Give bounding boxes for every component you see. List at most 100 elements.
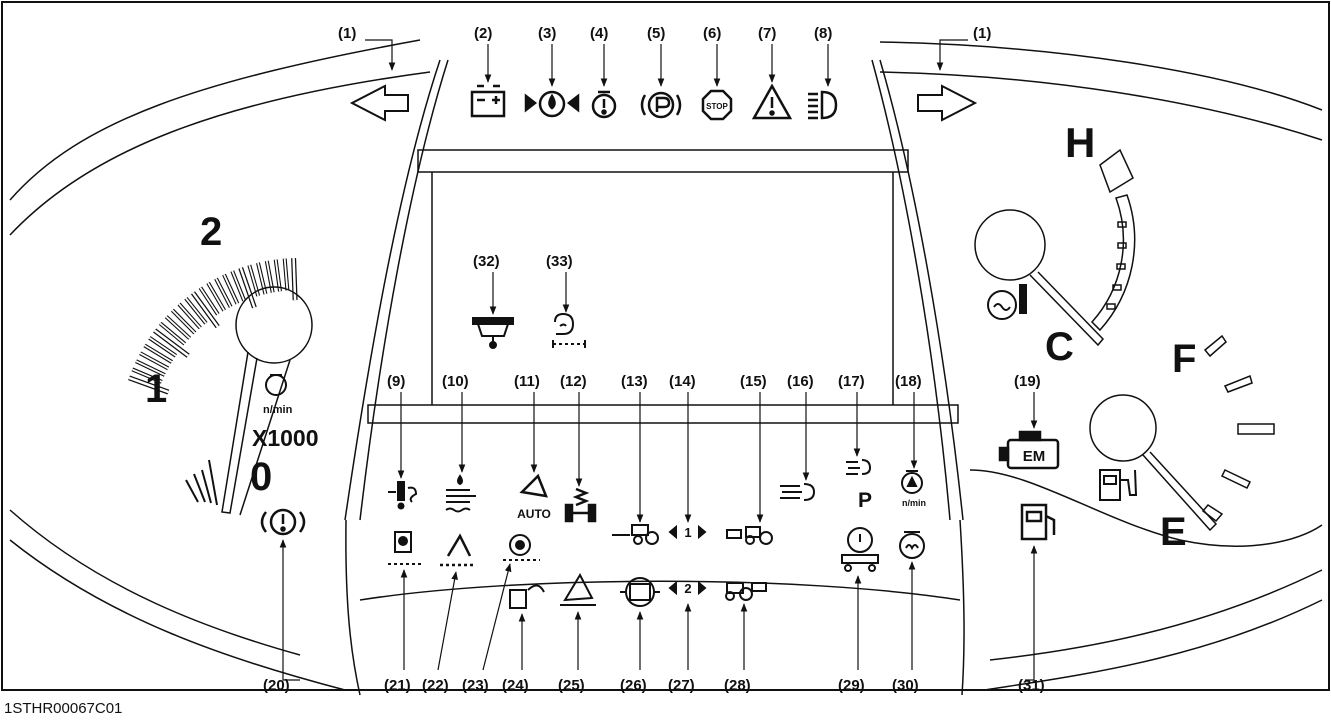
parking-brake-icon xyxy=(640,91,682,119)
tach-tick-inner xyxy=(215,278,232,308)
tach-tick-inner xyxy=(139,352,169,370)
tachometer-ticks xyxy=(128,258,298,395)
callout-1-right: (1) xyxy=(973,25,991,42)
diff-lock-icon xyxy=(620,577,660,607)
callout-1-left: (1) xyxy=(338,25,356,42)
callout-17: (17) xyxy=(838,373,865,390)
center-display xyxy=(359,149,961,601)
auto-hitch-icon xyxy=(519,473,548,498)
master-warning-icon xyxy=(751,83,793,120)
turn-left-indicator-icon xyxy=(349,84,409,122)
mode-two-label: 2 xyxy=(684,581,691,596)
panel-outline xyxy=(9,39,1323,696)
callout-24: (24) xyxy=(502,677,529,694)
callout-9: (9) xyxy=(387,373,405,390)
turn-right-indicator-icon xyxy=(917,84,978,122)
tach-tick-inner xyxy=(185,297,207,324)
hitch-limit-icon xyxy=(388,531,422,565)
diagram-frame xyxy=(1,1,1330,691)
callout-28: (28) xyxy=(724,677,751,694)
engine-warning-icon xyxy=(591,90,617,119)
temperature-gauge xyxy=(974,148,1136,347)
tach-tick-inner xyxy=(239,267,256,309)
callout-32: (32) xyxy=(473,253,500,270)
tach-multiplier-label: X1000 xyxy=(252,425,319,451)
tractor-front-icon xyxy=(612,524,659,545)
callout-30: (30) xyxy=(892,677,919,694)
tach-tick-inner xyxy=(274,259,281,292)
tach-tick-inner xyxy=(135,360,166,376)
engine-em-icon xyxy=(998,430,1060,470)
water-in-fuel-icon xyxy=(445,474,476,513)
coolant-temperature-icon xyxy=(987,284,1027,320)
tach-tick-inner xyxy=(148,337,177,357)
headlight-icon xyxy=(808,90,838,120)
tach-unit-label: n/min xyxy=(263,404,293,416)
stop-warning-icon xyxy=(701,89,733,121)
tach-tick-inner xyxy=(231,270,246,302)
tach-tick-inner xyxy=(171,309,196,334)
callout-5: (5) xyxy=(647,25,665,42)
oil-pressure-icon xyxy=(524,90,580,118)
callout-12: (12) xyxy=(560,373,587,390)
tach-tick-inner xyxy=(128,376,169,394)
fuel-empty-label: E xyxy=(1160,510,1187,554)
callout-14: (14) xyxy=(669,373,696,390)
engine-em-label: EM xyxy=(1023,448,1046,465)
suspension-icon xyxy=(564,487,597,523)
tach-tick-inner xyxy=(283,258,289,291)
tractor-rear-icon xyxy=(726,526,773,545)
callout-4: (4) xyxy=(590,25,608,42)
callout-18: (18) xyxy=(895,373,922,390)
callout-13: (13) xyxy=(621,373,648,390)
callout-25: (25) xyxy=(558,677,585,694)
callout-8: (8) xyxy=(814,25,832,42)
tach-scale-0: 0 xyxy=(250,455,272,499)
temp-cold-label: C xyxy=(1045,325,1074,369)
tach-tick-inner xyxy=(178,303,201,329)
water-separator-icon xyxy=(472,317,514,349)
tach-tick-inner xyxy=(159,322,186,345)
callout-23: (23) xyxy=(462,677,489,694)
low-fuel-icon xyxy=(1020,503,1056,541)
tach-tick-inner xyxy=(144,344,173,363)
mode-one-label: 1 xyxy=(684,525,691,540)
front-hitch-icon xyxy=(509,584,545,609)
callout-19: (19) xyxy=(1014,373,1041,390)
mode-two-icon xyxy=(668,580,707,596)
pto-p-label: P xyxy=(858,489,872,512)
callout-29: (29) xyxy=(838,677,865,694)
callout-31: (31) xyxy=(1018,677,1045,694)
fuel-full-label: F xyxy=(1172,337,1196,381)
temp-hot-label: H xyxy=(1065,119,1095,166)
trailer-brake-icon xyxy=(841,527,879,572)
mode-one-icon xyxy=(668,524,707,540)
rpm-unit-icon-label: n/min xyxy=(902,498,926,508)
tach-low-range-hatch xyxy=(185,459,218,506)
system-warning-icon xyxy=(260,508,306,536)
tach-tick-inner xyxy=(131,368,163,383)
engine-rpm-icon xyxy=(265,374,287,396)
callout-26: (26) xyxy=(620,677,647,694)
callout-20: (20) xyxy=(263,677,290,694)
callout-10: (10) xyxy=(442,373,469,390)
parked-regeneration-icon xyxy=(846,459,872,475)
callout-3: (3) xyxy=(538,25,556,42)
callout-22: (22) xyxy=(422,677,449,694)
tach-scale-1: 1 xyxy=(145,367,167,411)
exhaust-filter-icon xyxy=(552,312,586,348)
transmission-oil-icon xyxy=(503,534,540,561)
auto-icon-label: AUTO xyxy=(517,507,551,521)
tach-tick-inner xyxy=(153,329,189,357)
glow-plug-icon xyxy=(388,481,418,510)
callout-27: (27) xyxy=(668,677,695,694)
tachometer-needle xyxy=(221,286,313,516)
callout-21: (21) xyxy=(384,677,411,694)
callout-leaders xyxy=(279,39,1038,681)
battery-charge-icon xyxy=(470,84,506,118)
fuel-gauge xyxy=(1089,334,1275,532)
callout-33: (33) xyxy=(546,253,573,270)
callout-2: (2) xyxy=(474,25,492,42)
dpf-regeneration-icon xyxy=(780,483,816,501)
